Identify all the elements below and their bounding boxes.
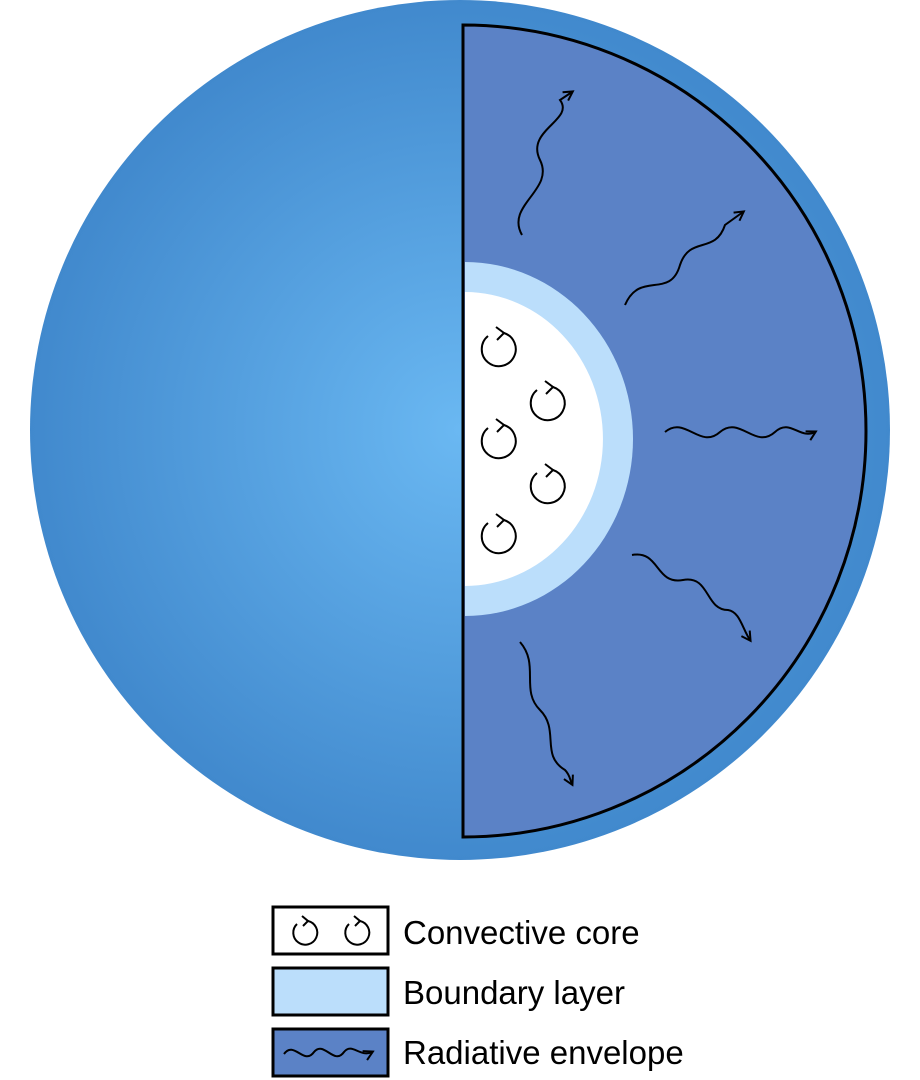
wavy-arrow-icon (519, 641, 572, 784)
circular-arrows-icon (292, 915, 371, 946)
legend: Convective core Boundary layer Radiative… (271, 905, 684, 1078)
legend-swatch-radiative (271, 1027, 390, 1078)
wavy-arrow-icon (631, 553, 750, 640)
wavy-arrow-icon (624, 212, 743, 306)
legend-label-convective: Convective core (403, 914, 640, 951)
convection-swirl-icon (480, 326, 517, 368)
convection-swirl-icon (529, 380, 566, 422)
convection-swirl-icon (480, 418, 517, 460)
legend-swatch-convective (271, 905, 390, 956)
radiative-envelope (461, 23, 868, 839)
wavy-arrow-icon (664, 426, 815, 437)
wavy-arrow-icon (517, 92, 572, 236)
legend-label-radiative: Radiative envelope (403, 1034, 684, 1071)
legend-label-boundary: Boundary layer (403, 974, 625, 1011)
convection-swirl-icon (480, 513, 517, 555)
radiation-arrows (517, 92, 815, 784)
wavy-arrow-icon (283, 1047, 372, 1057)
convection-swirl-icon (529, 463, 566, 505)
convection-swirls (480, 326, 566, 555)
legend-swatch-boundary (271, 966, 390, 1017)
